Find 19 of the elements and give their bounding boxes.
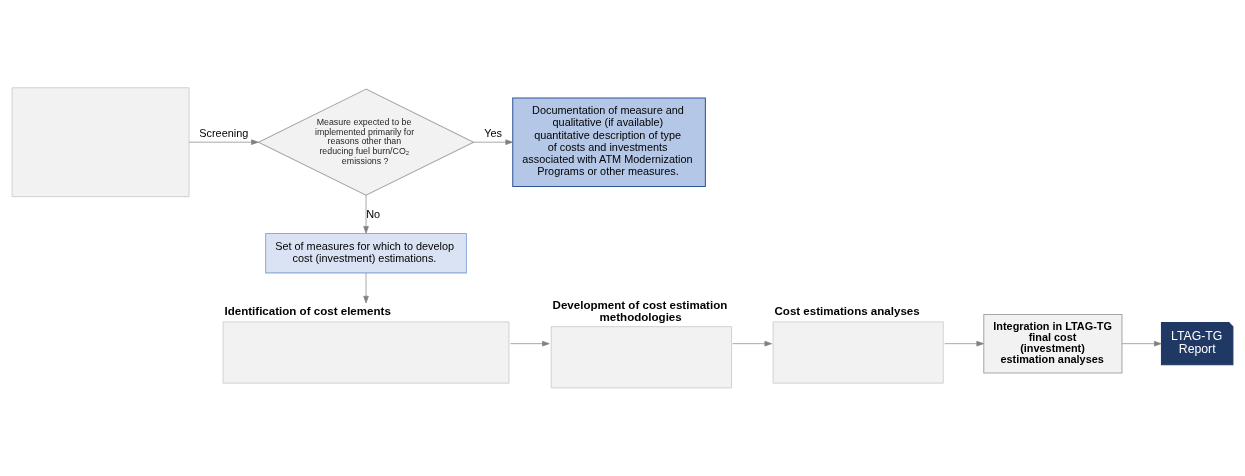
node-label: Identification of cost elements	[224, 304, 391, 317]
arrow	[363, 194, 369, 234]
edge-label: Yes	[484, 126, 503, 139]
arrow	[510, 340, 550, 346]
node-box: Documentation of measure and qualitative (if available) quantitative description of type of costs and investments associated with ATM Modernization Programs or other measures.	[512, 96, 706, 187]
arrow	[363, 272, 369, 303]
arrow	[944, 340, 984, 346]
node-box: Set of measures for which to develop cost (investment) estimations.	[265, 232, 467, 273]
arrow	[732, 340, 772, 346]
arrow	[473, 138, 513, 145]
arrow	[188, 138, 259, 145]
edge-label: No	[366, 207, 381, 220]
node-label: Development of cost estimation methodologies	[552, 298, 728, 323]
node-label: Cost estimations analyses	[774, 304, 920, 317]
edge-label: Screening	[199, 126, 249, 139]
node-diamond: Measure expected to be implemented primarily for reasons other than reducing fuel burn/CO₂ emissions ?	[257, 88, 475, 196]
node-box: Integration in LTAG-TG final cost (investment) estimation analyses	[983, 313, 1123, 373]
node-box	[11, 86, 190, 197]
arrow	[1121, 340, 1162, 346]
